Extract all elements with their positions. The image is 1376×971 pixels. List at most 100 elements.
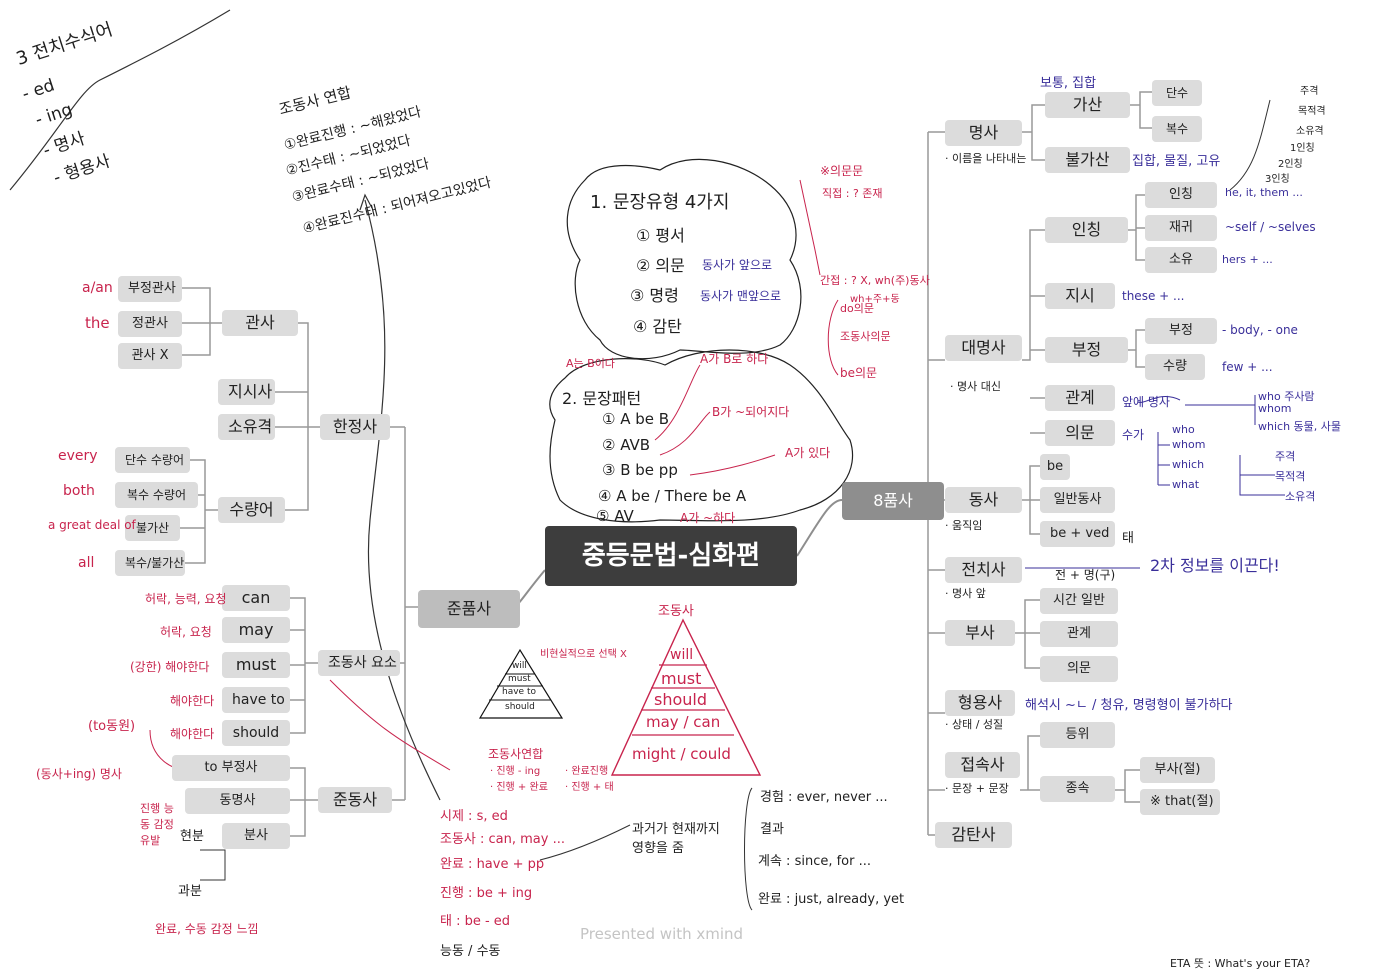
demonstrative-node[interactable]: 지시사 <box>218 379 275 405</box>
quantifier-uncountable[interactable]: 불가산 <box>125 515 180 541</box>
noun-uncountable[interactable]: 불가산 <box>1045 147 1130 173</box>
personal-note: 주격 <box>1300 86 1319 97</box>
question-note: do의문 <box>840 302 874 315</box>
verbal-to-infinitive[interactable]: to 부정사 <box>172 755 290 781</box>
perfect-use: 결과 <box>760 822 784 837</box>
noun-plural[interactable]: 복수 <box>1152 116 1202 142</box>
verb-general[interactable]: 일반동사 <box>1040 487 1115 513</box>
preposition-node[interactable]: 전치사 <box>945 557 1022 583</box>
personal-note: 1인칭 <box>1290 143 1315 154</box>
personal-possessive[interactable]: 소유 <box>1145 247 1217 273</box>
conjunction-coordinate[interactable]: 등위 <box>1040 722 1115 748</box>
pyramid-large-item: will <box>670 647 694 663</box>
personal-note: 3인칭 <box>1265 174 1290 185</box>
pattern-item: ② AVB <box>602 436 651 454</box>
article-indefinite[interactable]: 부정관사 <box>118 276 182 302</box>
interrogative-word: who <box>1172 423 1195 436</box>
tense-item: 조동사 : can, may ... <box>440 832 565 847</box>
modal-can[interactable]: can <box>222 585 290 611</box>
modal-combo-red: · 진행 - ing <box>490 766 541 777</box>
pattern-note: A가 B로 하다 <box>700 352 769 366</box>
verbal-note-past: 과분 <box>178 884 202 899</box>
quantifier-plural-uncountable[interactable]: 복수/불가산 <box>115 550 185 576</box>
determiners-node[interactable]: 한정사 <box>320 414 390 440</box>
pyramid-small-item: have to <box>502 687 536 697</box>
question-note: wh+주+동 <box>850 294 900 305</box>
noun-countable[interactable]: 가산 <box>1045 92 1130 118</box>
pronoun-personal[interactable]: 인칭 <box>1045 217 1128 243</box>
verbals-node[interactable]: 준동사 <box>318 787 392 813</box>
subordinate-that[interactable]: ※ that(절) <box>1140 789 1220 815</box>
modal-must[interactable]: must <box>222 652 290 678</box>
modal-elements-node[interactable]: 조동사 요소 <box>318 650 400 676</box>
conjunction-node[interactable]: 접속사 <box>945 752 1020 778</box>
tense-item: 시제 : s, ed <box>440 809 508 824</box>
pronoun-node[interactable]: 대명사 <box>945 335 1022 361</box>
quantifier-note-great-deal: a great deal of <box>48 518 136 532</box>
pronoun-relative[interactable]: 관계 <box>1045 385 1115 411</box>
relative-note: 앞에 명사 <box>1122 395 1170 409</box>
interrogative-note: 수가 <box>1122 428 1145 442</box>
bottom-right-note: ETA 뜻 : What's your ETA? <box>1170 957 1311 970</box>
question-note: ※의문문 <box>820 164 864 178</box>
quantifier-note-every: every <box>58 448 98 464</box>
branch-8-parts-of-speech[interactable]: 8품사 <box>842 482 944 520</box>
adverb-node[interactable]: 부사 <box>945 620 1015 646</box>
pyramid-small-item: must <box>508 674 531 684</box>
articles-node[interactable]: 관사 <box>222 310 298 336</box>
article-definite[interactable]: 정관사 <box>118 311 182 337</box>
subordinate-adverbial[interactable]: 부사(절) <box>1140 757 1215 783</box>
sentence-type-item: ② 의문 <box>636 256 685 275</box>
verbal-note-present: 현분 <box>180 829 204 844</box>
pattern-item: ① A be B <box>602 410 670 428</box>
adjective-node[interactable]: 형용사 <box>945 690 1015 716</box>
central-topic[interactable]: 중등문법-심화편 <box>545 526 797 586</box>
modal-combo-red: · 진행 + 태 <box>565 782 614 793</box>
tense-item: 진행 : be + ing <box>440 886 533 901</box>
verb-node[interactable]: 동사 <box>945 487 1022 513</box>
case-word: 소유격 <box>1285 490 1316 503</box>
article-note-the: the <box>85 314 110 332</box>
pattern-item: ③ B be pp <box>602 461 678 479</box>
perfect-use: 계속 : since, for ... <box>758 854 872 869</box>
quantifier-node[interactable]: 수량어 <box>218 497 285 523</box>
indefinite-quantity[interactable]: 수량 <box>1145 354 1205 380</box>
verbal-participle[interactable]: 분사 <box>222 823 290 849</box>
pyramid-large-item: might / could <box>632 745 731 763</box>
pronoun-demonstrative[interactable]: 지시 <box>1045 283 1115 309</box>
branch-quasi-parts[interactable]: 준품사 <box>418 590 520 628</box>
conjunction-subordinate[interactable]: 종속 <box>1040 776 1115 802</box>
verb-be[interactable]: be <box>1040 454 1070 480</box>
relative-word: who 주사람 <box>1258 390 1315 403</box>
adverb-relative[interactable]: 관계 <box>1040 621 1118 647</box>
article-none[interactable]: 관사 X <box>118 343 182 369</box>
adverb-time[interactable]: 시간 일반 <box>1040 588 1118 614</box>
quantifier-singular[interactable]: 단수 수량어 <box>115 447 190 473</box>
verb-passive[interactable]: be + ved <box>1040 521 1115 547</box>
personal-note: ~self / ~selves <box>1225 220 1316 234</box>
footer-watermark: Presented with xmind <box>580 925 744 943</box>
noun-node[interactable]: 명사 <box>945 120 1022 146</box>
quantifier-plural[interactable]: 복수 수량어 <box>115 482 198 508</box>
verb-sub: · 움직임 <box>945 519 983 532</box>
pronoun-indefinite[interactable]: 부정 <box>1045 337 1128 363</box>
noun-singular[interactable]: 단수 <box>1152 80 1202 106</box>
modal-should[interactable]: should <box>222 720 290 746</box>
adverb-interrogative[interactable]: 의문 <box>1040 656 1118 682</box>
modal-have-to[interactable]: have to <box>222 687 290 713</box>
possessive-node[interactable]: 소유격 <box>218 414 275 440</box>
verbal-note-progressive: 진행 능동 감정유발 <box>140 802 174 847</box>
indefinite-indefinite[interactable]: 부정 <box>1145 318 1217 344</box>
indefinite-note: few + ... <box>1222 360 1273 374</box>
interrogative-word: which <box>1172 458 1205 471</box>
pyramid-large-item: must <box>661 669 702 688</box>
verbal-gerund[interactable]: 동명사 <box>185 788 290 814</box>
modal-may[interactable]: may <box>222 617 290 643</box>
interjection-node[interactable]: 감탄사 <box>935 822 1012 848</box>
pronoun-interrogative[interactable]: 의문 <box>1045 420 1115 446</box>
verbal-note-perfect: 완료, 수동 감정 느낌 <box>155 922 259 936</box>
personal-personal[interactable]: 인칭 <box>1145 182 1217 208</box>
case-word: 주격 <box>1275 450 1296 463</box>
personal-reflexive[interactable]: 재귀 <box>1145 215 1217 241</box>
